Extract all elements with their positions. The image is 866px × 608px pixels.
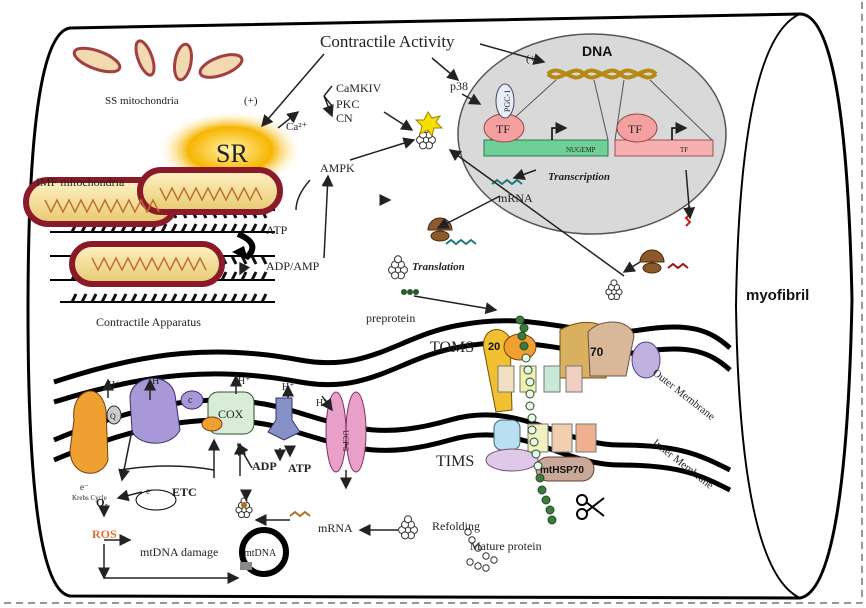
label-refolding: Refolding	[432, 519, 480, 533]
label-mrna-mito: mRNA	[318, 521, 353, 535]
label-ss-mitochondria: SS mitochondria	[105, 95, 179, 107]
label-p38: p38	[450, 79, 468, 93]
label-sr: SR	[216, 139, 248, 168]
label-dna: DNA	[582, 43, 612, 59]
label-plus-right: (+)	[526, 53, 540, 65]
etc-complexes	[69, 378, 367, 474]
label-o2: O₂	[96, 497, 109, 509]
label-ros: ROS	[92, 527, 117, 541]
label-camkiv: CaMKIV	[336, 81, 382, 95]
label-h3: H⁺	[238, 376, 251, 387]
nucleus	[457, 33, 727, 235]
label-tims: TIMS	[436, 453, 474, 470]
label-adp: ADP	[252, 459, 277, 473]
scissors-icon	[576, 494, 605, 520]
label-mature-protein-1: Mature protein	[470, 539, 542, 553]
label-myofibril: myofibril	[746, 287, 809, 304]
label-adp-amp: ADP/AMP	[266, 259, 320, 273]
label-contractile-apparatus: Contractile Apparatus	[96, 315, 201, 329]
label-mtdna: mtDNA	[244, 548, 277, 559]
krebs-cycle-ellipse	[135, 489, 177, 511]
label-etc: ETC	[172, 485, 197, 499]
label-tom70: 70	[590, 345, 604, 359]
label-contractile-activity: Contractile Activity	[320, 32, 455, 51]
label-h5: H⁺	[316, 398, 329, 409]
label-nugemp: NUGEMP	[566, 146, 596, 154]
label-atp-top: ATP	[266, 223, 288, 237]
label-h2: H⁺	[152, 376, 165, 387]
label-atp: ATP	[288, 461, 311, 475]
label-ca: Ca²⁺	[286, 121, 308, 133]
label-e1: e⁻	[80, 482, 89, 492]
label-pgc1: PGC-1	[503, 90, 512, 112]
transcription-factors	[483, 83, 658, 143]
label-h4: H⁺	[282, 382, 295, 393]
imf-mitochondria	[23, 167, 283, 287]
atp-cycle-arrowhead	[232, 246, 248, 260]
label-translation: Translation	[412, 261, 465, 273]
label-tf-left: TF	[496, 122, 510, 136]
label-mrna-nucleus: mRNA	[498, 191, 533, 205]
label-tf-gene: TF	[680, 146, 688, 154]
bead-chains	[464, 315, 557, 572]
atp-cycle-arrow	[236, 231, 256, 261]
dna-strand	[546, 68, 658, 80]
label-toms: TOMS	[430, 339, 474, 356]
etc-brace	[119, 465, 215, 471]
gene-boxes	[483, 79, 714, 157]
label-e2: e⁻	[146, 486, 155, 496]
label-mtdna-damage: mtDNA damage	[140, 545, 218, 559]
label-pkc: PKC	[336, 97, 359, 111]
label-ampk: AMPK	[320, 161, 355, 175]
label-tom20: 20	[488, 341, 500, 353]
label-krebs: Krebs Cycle	[72, 494, 107, 502]
label-imf-mitochondria: IMF mitochondria	[36, 175, 125, 189]
label-tf-right: TF	[628, 122, 642, 136]
ss-mitochondria	[72, 39, 244, 82]
label-plus-left: (+)	[244, 95, 258, 107]
label-c: c	[188, 395, 193, 406]
arrows	[98, 43, 696, 584]
label-mthsp70: mtHSP70	[540, 465, 584, 476]
label-ucp3: UCP 3	[341, 430, 350, 451]
kinase-bracket	[295, 179, 311, 211]
label-preprotein: preprotein	[366, 311, 415, 325]
tom-complex	[483, 321, 661, 413]
label-h1: H⁺	[108, 380, 121, 391]
protein-clusters	[235, 125, 623, 540]
ca-starburst	[414, 111, 444, 138]
label-transcription: Transcription	[548, 171, 610, 183]
label-q: Q	[110, 412, 116, 421]
dashed-border	[4, 2, 863, 604]
label-cn: CN	[336, 111, 353, 125]
label-cox: COX	[218, 407, 244, 421]
mtdna-ring	[239, 527, 289, 577]
